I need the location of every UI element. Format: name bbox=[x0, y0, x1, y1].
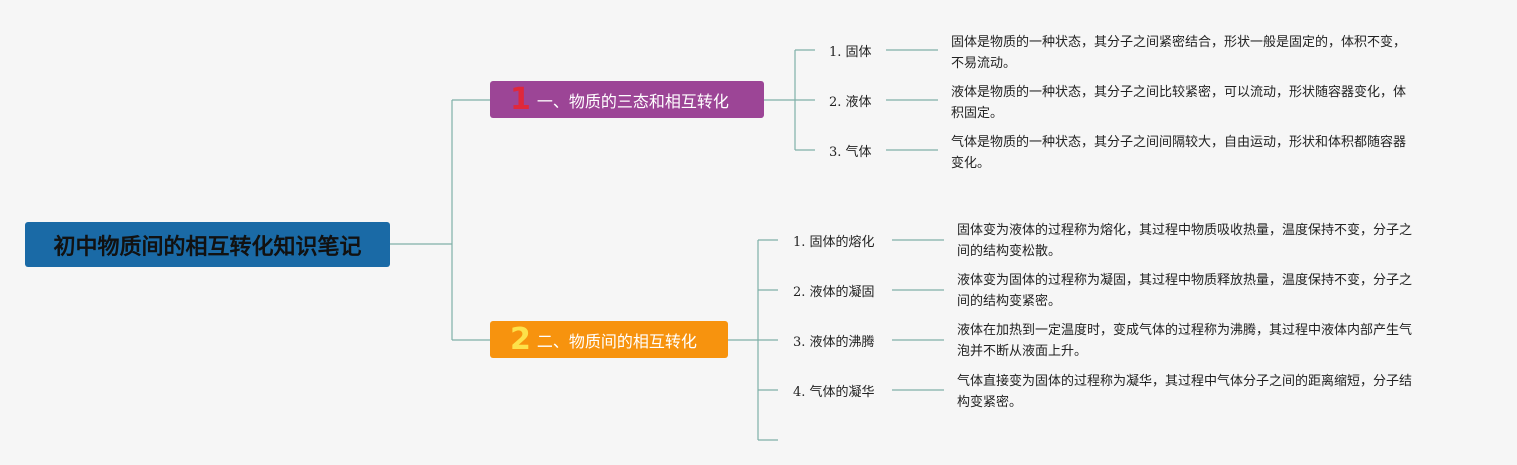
note-desublimation[interactable]: 气体直接变为固体的过程称为凝华，其过程中气体分子之间的距离缩短，分子结 构变紧密… bbox=[957, 371, 1457, 413]
topic-states-of-matter[interactable]: 1 一、物质的三态和相互转化 bbox=[490, 81, 764, 118]
topic-title: 一、物质的三态和相互转化 bbox=[536, 91, 729, 111]
note-solidification[interactable]: 液体变为固体的过程称为凝固，其过程中物质释放热量，温度保持不变，分子之 间的结构… bbox=[957, 270, 1457, 312]
note-liquid[interactable]: 液体是物质的一种状态，其分子之间比较紧密，可以流动，形状随容器变化，体 积固定。 bbox=[951, 82, 1451, 124]
subtopic-gas[interactable]: 3. 气体 bbox=[829, 145, 872, 160]
note-line: 气体直接变为固体的过程称为凝华，其过程中气体分子之间的距离缩短，分子结 bbox=[957, 374, 1413, 389]
root-topic-title: 初中物质间的相互转化知识笔记 bbox=[53, 234, 362, 260]
note-line: 液体变为固体的过程称为凝固，其过程中物质释放热量，温度保持不变，分子之 bbox=[957, 273, 1413, 288]
note-line: 液体在加热到一定温度时，变成气体的过程称为沸腾，其过程中液体内部产生气 bbox=[957, 323, 1413, 338]
note-line: 变化。 bbox=[951, 156, 991, 171]
topic-number-badge: 1 bbox=[510, 81, 531, 117]
subtopic-desublimation[interactable]: 4. 气体的凝华 bbox=[793, 385, 875, 400]
topic-number-badge: 2 bbox=[510, 321, 531, 357]
note-line: 液体是物质的一种状态，其分子之间比较紧密，可以流动，形状随容器变化，体 bbox=[951, 85, 1407, 100]
topic-title: 二、物质间的相互转化 bbox=[536, 331, 697, 351]
root-topic[interactable]: 初中物质间的相互转化知识笔记 bbox=[25, 222, 390, 267]
note-line: 积固定。 bbox=[951, 106, 1004, 121]
subtopic-melting[interactable]: 1. 固体的熔化 bbox=[793, 235, 875, 250]
note-solid[interactable]: 固体是物质的一种状态，其分子之间紧密结合，形状一般是固定的，体积不变， 不易流动… bbox=[951, 32, 1451, 74]
topic-mutual-conversion[interactable]: 2 二、物质间的相互转化 bbox=[490, 321, 728, 358]
subtopic-solid[interactable]: 1. 固体 bbox=[829, 45, 872, 60]
note-line: 气体是物质的一种状态，其分子之间间隔较大，自由运动，形状和体积都随容器 bbox=[951, 135, 1407, 150]
note-line: 固体变为液体的过程称为熔化，其过程中物质吸收热量，温度保持不变，分子之 bbox=[957, 223, 1413, 238]
note-line: 不易流动。 bbox=[951, 56, 1017, 71]
note-melting[interactable]: 固体变为液体的过程称为熔化，其过程中物质吸收热量，温度保持不变，分子之 间的结构… bbox=[957, 220, 1457, 262]
note-line: 固体是物质的一种状态，其分子之间紧密结合，形状一般是固定的，体积不变， bbox=[951, 35, 1407, 50]
subtopic-liquid[interactable]: 2. 液体 bbox=[829, 95, 872, 110]
note-line: 构变紧密。 bbox=[957, 395, 1023, 410]
note-line: 间的结构变紧密。 bbox=[957, 294, 1062, 309]
note-boiling[interactable]: 液体在加热到一定温度时，变成气体的过程称为沸腾，其过程中液体内部产生气 泡并不断… bbox=[957, 320, 1457, 362]
subtopic-solidification[interactable]: 2. 液体的凝固 bbox=[793, 285, 875, 300]
note-line: 间的结构变松散。 bbox=[957, 244, 1062, 259]
subtopic-boiling[interactable]: 3. 液体的沸腾 bbox=[793, 335, 875, 350]
note-line: 泡并不断从液面上升。 bbox=[957, 344, 1088, 359]
note-gas[interactable]: 气体是物质的一种状态，其分子之间间隔较大，自由运动，形状和体积都随容器 变化。 bbox=[951, 132, 1451, 174]
